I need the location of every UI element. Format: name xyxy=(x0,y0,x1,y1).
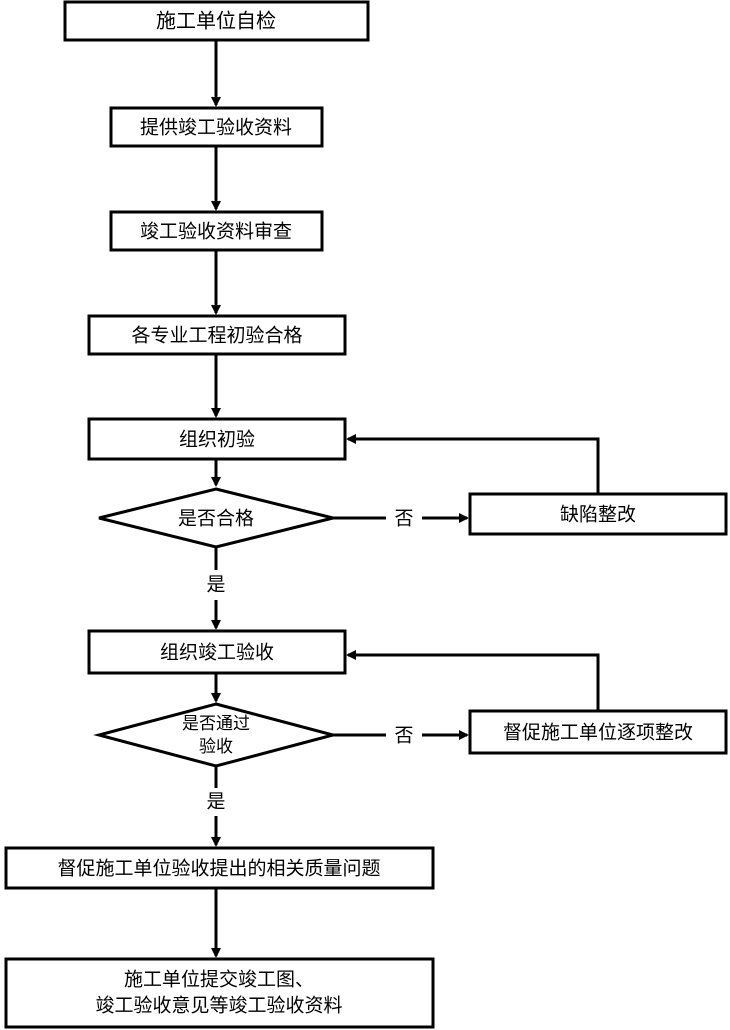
node-urge-quality-label: 督促施工单位验收提出的相关质量问题 xyxy=(57,858,380,880)
decision-is-qualified-label: 是否合格 xyxy=(178,508,254,530)
loop-back-2 xyxy=(346,650,600,711)
node-organize-final-label: 组织竣工验收 xyxy=(160,642,274,664)
node-submit-docs xyxy=(4,957,435,1029)
decision-is-passed-label-line2: 验收 xyxy=(199,737,233,757)
node-provide-docs-label: 提供竣工验收资料 xyxy=(140,117,292,139)
node-defect-rectify xyxy=(468,492,728,536)
node-provide-docs xyxy=(109,106,324,148)
node-initial-pass-label: 各专业工程初验合格 xyxy=(131,325,302,347)
node-organize-final xyxy=(87,629,347,675)
node-self-inspection-label: 施工单位自检 xyxy=(156,9,276,33)
node-organize-initial-label: 组织初验 xyxy=(179,429,255,451)
node-urge-itemized xyxy=(468,709,728,755)
node-defect-rectify-label: 缺陷整改 xyxy=(560,504,636,526)
node-review-docs xyxy=(109,210,324,252)
decision-is-passed-label-line1: 是否通过 xyxy=(182,714,250,734)
node-submit-docs-label-line2: 竣工验收意见等竣工验收资料 xyxy=(95,995,342,1017)
node-review-docs-label: 竣工验收资料审查 xyxy=(140,221,292,243)
edge-label-yes-1: 是 xyxy=(206,574,225,596)
node-urge-quality xyxy=(4,846,435,890)
edge-label-yes-2: 是 xyxy=(206,791,225,813)
node-submit-docs-label-line1: 施工单位提交竣工图、 xyxy=(124,969,314,991)
edge-label-no-1: 否 xyxy=(394,508,413,530)
loop-back-1 xyxy=(346,434,600,494)
node-organize-initial xyxy=(87,417,347,461)
node-urge-itemized-label: 督促施工单位逐项整改 xyxy=(503,722,693,744)
edge-label-no-2: 否 xyxy=(394,725,413,747)
